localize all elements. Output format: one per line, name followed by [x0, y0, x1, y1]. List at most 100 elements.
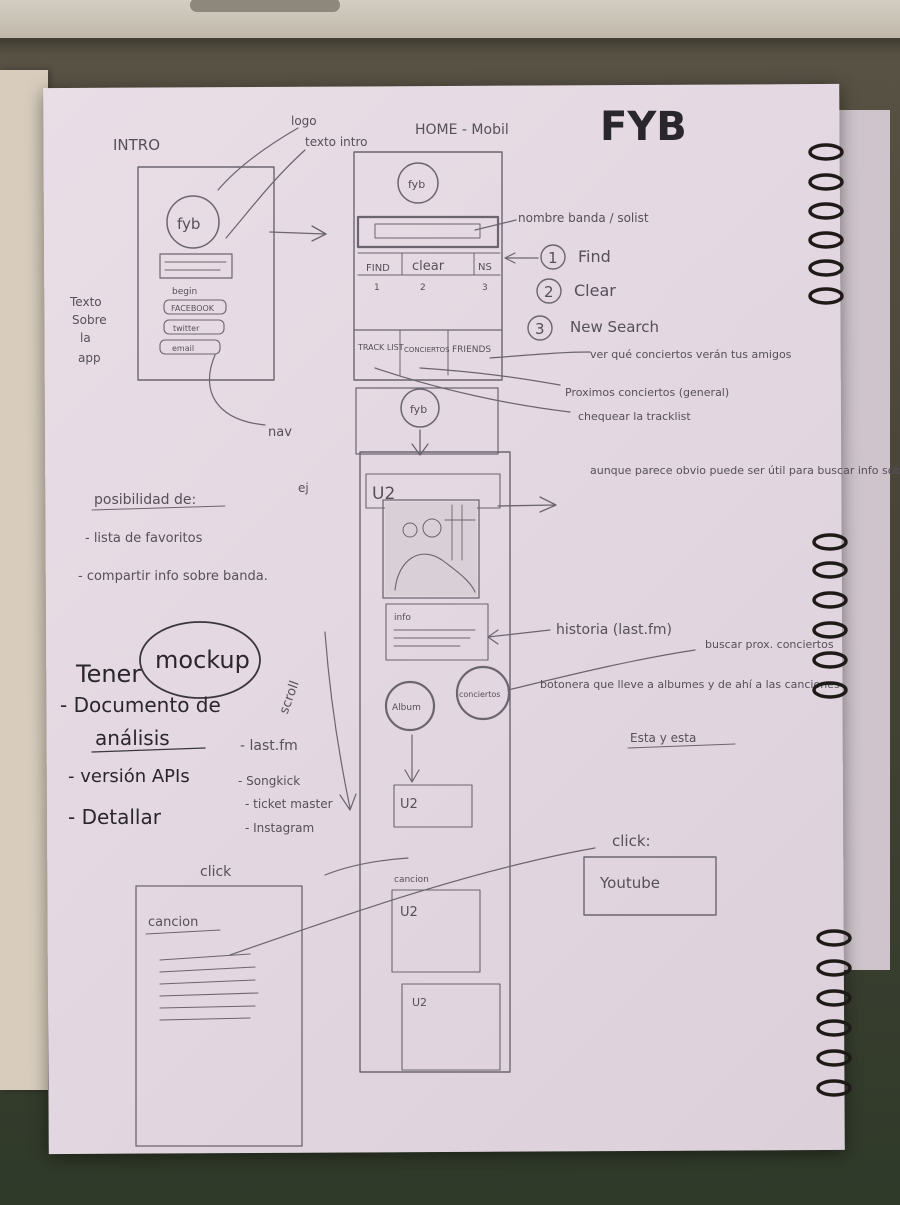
legend-text-2: Clear [574, 281, 616, 300]
laptop-edge [0, 0, 900, 38]
home-search-input[interactable] [374, 223, 481, 239]
intro-phone-frame [137, 166, 275, 381]
lyrics-line [159, 953, 251, 961]
detail-side-note: aunque parece obvio puede ser útil para … [590, 464, 900, 477]
intro-side-line-1: Texto [69, 295, 102, 309]
spiral-binding [808, 143, 852, 1097]
notes-list-2: análisis [95, 726, 170, 750]
detail-top-frame [355, 387, 499, 455]
detail-album-button[interactable] [384, 680, 436, 732]
cancion-frame [135, 885, 303, 1147]
intro-facebook-button[interactable] [163, 299, 227, 315]
tener-text: Tener [75, 660, 141, 688]
detail-cancion-label: cancion [394, 875, 429, 885]
lyrics-line [159, 1005, 256, 1009]
mockup-circle [139, 621, 261, 699]
api-item-3: - ticket master [245, 797, 333, 811]
home-find-button[interactable]: FIND [366, 263, 390, 274]
intro-email-label: email [172, 344, 194, 353]
arrow-intro-home [269, 225, 327, 242]
detail-band-name: U2 [372, 484, 395, 504]
detail-list-item[interactable] [391, 889, 481, 973]
laptop-hinge [190, 0, 340, 12]
youtube-box[interactable] [583, 856, 717, 916]
arrow-logo [217, 127, 299, 191]
tab-note-conciertos: Proximos conciertos (general) [565, 386, 729, 399]
home-tab-tracklist[interactable]: TRACK LIST [357, 343, 404, 352]
intro-heading: INTRO [113, 136, 160, 154]
detail-album-label: Album [392, 703, 421, 713]
lyrics-line [159, 979, 256, 985]
detail-list-item[interactable] [393, 784, 473, 828]
home-tab-conciertos[interactable]: CONCIERTOS [404, 346, 450, 354]
intro-email-button[interactable] [159, 339, 221, 355]
detail-buscar-note: buscar prox. conciertos [705, 638, 834, 651]
figure-head [402, 522, 418, 538]
arrow-nav [208, 354, 266, 426]
detail-info-label: info [394, 613, 411, 623]
scroll-note: scroll [277, 679, 303, 716]
arrow-historia [487, 629, 551, 645]
click-note-2: click: [612, 832, 651, 850]
legend-num-2: 2 [544, 283, 554, 301]
youtube-label: Youtube [599, 874, 660, 892]
intro-facebook-label: FACEBOOK [171, 304, 215, 313]
detail-list-item[interactable] [401, 983, 501, 1071]
legend-num-3: 3 [535, 320, 545, 338]
home-clear-num: 2 [420, 283, 426, 293]
detail-botonera-note: botonera que lleve a albumes y de ahí a … [540, 678, 840, 691]
underline [91, 747, 206, 753]
api-item-4: - Instagram [245, 821, 314, 835]
intro-texto-note: texto intro [305, 135, 368, 149]
api-item-1: - last.fm [240, 738, 298, 754]
figure-bodies [394, 553, 476, 593]
legend-circle-3 [527, 315, 553, 341]
detail-phone-frame [359, 451, 511, 1073]
home-search-note: nombre banda / solist [518, 211, 649, 225]
home-ns-button[interactable]: NS [478, 262, 492, 273]
legend-circle-1 [540, 244, 566, 270]
detail-band-image [382, 499, 480, 599]
notes-list-1: - Documento de [60, 693, 221, 717]
intro-logo-note: logo [291, 114, 317, 128]
tab-note-friends: ver qué conciertos verán tus amigos [590, 348, 792, 361]
notes-list-4: - Detallar [68, 805, 162, 829]
arrow-buscar [507, 649, 696, 691]
home-phone-frame [353, 151, 503, 381]
detail-conciertos-button[interactable] [455, 665, 511, 721]
intro-side-line-2: Sobre [72, 313, 107, 327]
arrow-conciertos [419, 367, 561, 386]
posibilidad-heading: posibilidad de: [94, 492, 196, 508]
home-logo: fyb [408, 178, 425, 191]
intro-logo-circle [166, 195, 220, 249]
legend-text-1: Find [578, 247, 611, 266]
detail-esta-note: Esta y esta [630, 731, 696, 745]
intro-nav-note: nav [268, 425, 292, 440]
tab-note-tracklist: chequear la tracklist [578, 410, 691, 423]
detail-ej: ej [298, 481, 309, 495]
lyrics-line [159, 992, 259, 997]
page-title: FYB [600, 104, 687, 150]
home-tab-friends[interactable]: FRIENDS [452, 345, 491, 355]
home-search-box[interactable] [356, 215, 500, 249]
arrow-search [474, 219, 517, 231]
api-item-2: - Songkick [238, 774, 300, 788]
arrow-friends [489, 351, 591, 359]
mockup-text: mockup [155, 646, 250, 674]
clipboard-edge [0, 70, 48, 1090]
home-heading: HOME - Mobil [415, 122, 509, 138]
detail-conciertos-label: conciertos [459, 690, 500, 699]
home-logo-circle [397, 162, 439, 204]
intro-twitter-button[interactable] [163, 319, 225, 335]
home-clear-button[interactable]: clear [412, 259, 445, 274]
arrow-texto [225, 149, 306, 239]
underline [145, 929, 221, 935]
arrow-band-note [497, 496, 557, 513]
intro-twitter-label: twitter [173, 324, 200, 333]
home-find-num: 1 [374, 283, 380, 293]
arrow-tracklist [374, 367, 571, 413]
band-image-fill [385, 502, 477, 596]
detail-logo-circle [400, 388, 440, 428]
legend-num-1: 1 [548, 249, 558, 267]
